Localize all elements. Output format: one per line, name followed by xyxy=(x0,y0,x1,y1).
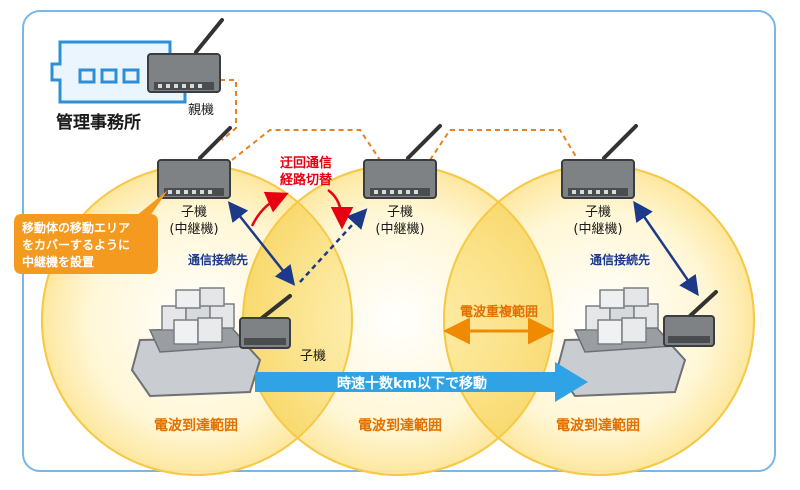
relay-3-label-line1: 子機 xyxy=(585,205,611,220)
reroute-label-line1: 迂回通信 xyxy=(280,155,332,171)
overlap-right xyxy=(444,165,553,475)
mobile-unit-icon xyxy=(239,294,292,349)
callout-box xyxy=(14,190,168,274)
parent-unit-label: 親機 xyxy=(188,103,214,118)
relay-2-label-line1: 子機 xyxy=(387,205,413,220)
connection-label-left: 通信接続先 xyxy=(188,252,248,267)
callout-line-1: 移動体の移動エリア xyxy=(22,220,130,235)
relay-unit-icon-3 xyxy=(561,124,638,199)
overlap-label: 電波重複範囲 xyxy=(460,304,538,320)
connection-label-right: 通信接続先 xyxy=(590,252,650,267)
link-relay1-relay2 xyxy=(231,129,381,161)
coverage-label-left: 電波到達範囲 xyxy=(154,417,238,434)
callout-line-3: 中継機を設置 xyxy=(22,254,94,269)
link-relay2-relay3 xyxy=(429,129,579,161)
vehicle-icon-left xyxy=(130,287,262,398)
wireless-links xyxy=(220,79,579,161)
connection-arrow-left xyxy=(227,201,296,286)
office-label: 管理事務所 xyxy=(56,112,141,133)
speed-banner-label: 時速十数km以下で移動 xyxy=(337,375,487,392)
reroute-label-line2: 経路切替 xyxy=(280,172,333,188)
relay-2-label-line2: (中継機) xyxy=(375,222,424,237)
coverage-label-middle: 電波到達範囲 xyxy=(358,417,442,434)
relay-3-label-line2: (中継機) xyxy=(573,222,622,237)
relay-1-label-line1: 子機 xyxy=(181,205,207,220)
overlap-left xyxy=(243,165,352,475)
mobile-unit-label: 子機 xyxy=(300,349,326,364)
relay-unit-icon-2 xyxy=(363,124,442,199)
relay-1-label-line2: (中継機) xyxy=(169,222,218,237)
coverage-label-right: 電波到達範囲 xyxy=(556,417,640,434)
reroute-red-arrow-left xyxy=(250,191,289,227)
reroute-red-arrow-right xyxy=(327,188,354,230)
connection-arrow-right xyxy=(633,200,699,297)
relay-unit-icon-1 xyxy=(157,126,232,199)
reroute-arrow-dashed xyxy=(299,208,368,283)
parent-unit-icon xyxy=(147,18,224,93)
link-parent-relay1 xyxy=(220,79,237,141)
speed-banner-arrow xyxy=(255,362,588,402)
callout-line-2: をカバーするように xyxy=(22,238,130,252)
